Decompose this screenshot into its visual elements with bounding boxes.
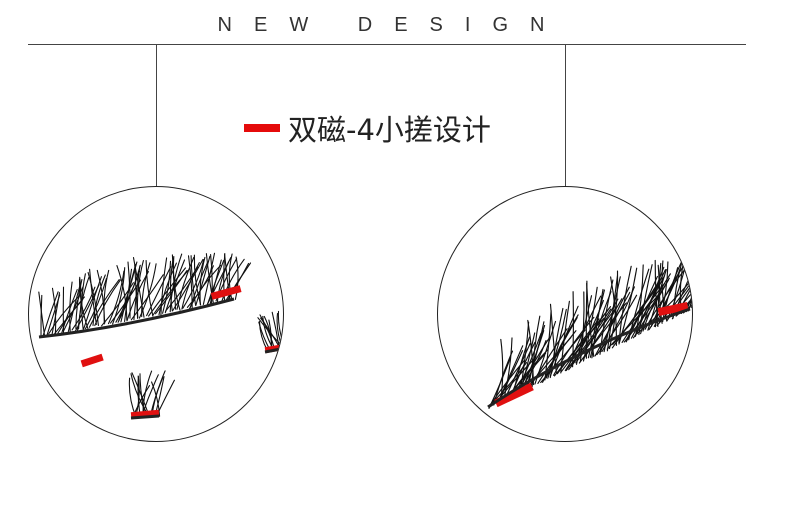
header-divider: [28, 44, 746, 45]
lash-strand: [503, 337, 513, 400]
lash-strand: [151, 381, 161, 417]
lash-strand: [658, 261, 669, 324]
lash-strand: [199, 256, 206, 306]
lash-strand: [189, 261, 209, 309]
lash-strand: [606, 295, 659, 350]
lash-strand: [181, 262, 200, 310]
lash-strand: [89, 268, 97, 325]
eyelash-pieces-image: [38, 252, 283, 420]
connector-line-right: [565, 44, 566, 186]
lash-strand: [84, 277, 107, 330]
feature-label: 双磁-4小搓设计: [288, 113, 491, 147]
lash-strand: [662, 259, 684, 323]
magnet-strip: [210, 285, 242, 300]
lash-strand: [71, 286, 96, 331]
lash-strand: [136, 259, 144, 319]
lash-strand: [187, 255, 193, 310]
lash-strand: [209, 259, 222, 306]
lash-strand: [107, 270, 125, 325]
magnet-strip: [80, 353, 104, 368]
lash-strand: [572, 291, 574, 368]
eyelash-strip-image: [487, 256, 692, 409]
lash-strand: [51, 287, 57, 335]
lash-strand: [87, 271, 99, 326]
lash-strand: [547, 308, 567, 379]
lash-strand: [127, 261, 131, 319]
lash-band: [130, 414, 160, 420]
lash-strand: [565, 308, 612, 372]
lash-strand: [193, 254, 202, 306]
lash-band: [487, 307, 691, 409]
lash-strand: [146, 266, 172, 317]
lash-strand: [587, 289, 605, 359]
eyelash-detail-left: [28, 186, 284, 442]
lash-strand: [688, 297, 692, 312]
lash-strand: [606, 275, 619, 352]
lash-strand: [549, 307, 564, 379]
lash-strand: [610, 276, 618, 346]
lash-strand: [210, 254, 213, 305]
lash-band: [38, 297, 235, 339]
lash-strand: [599, 279, 614, 355]
lash-strand: [40, 294, 43, 338]
lash-strand: [221, 258, 245, 302]
lash-strand: [131, 372, 150, 418]
lash-strand: [160, 257, 168, 316]
lash-strand: [103, 269, 110, 324]
lash-strand: [145, 259, 154, 317]
lash-strand: [67, 283, 81, 332]
lash-strand: [75, 278, 83, 330]
lash-strand: [162, 260, 172, 314]
lash-strand: [234, 256, 239, 300]
lash-strand: [594, 291, 631, 357]
lash-strand: [81, 273, 86, 330]
header-title: NEW DESIGN: [217, 14, 567, 36]
magnet-strip: [494, 382, 534, 408]
magnet-strip: [657, 301, 689, 317]
lash-strand: [141, 262, 151, 318]
lash-strand: [172, 255, 181, 311]
lash-strand: [182, 259, 205, 309]
lash-strand: [69, 281, 73, 332]
feature-accent-bar: [244, 124, 280, 132]
lash-strand: [582, 286, 598, 362]
lash-strand: [132, 257, 145, 318]
lash-strand: [628, 268, 650, 341]
lash-strand: [560, 300, 570, 374]
lash-strand: [38, 291, 46, 338]
lash-strand: [224, 253, 231, 300]
lash-strand: [262, 315, 274, 350]
lash-band: [264, 347, 283, 354]
lash-strand: [672, 256, 684, 319]
lash-strand: [124, 268, 133, 322]
feature-caption: 双磁-4小搓设计: [244, 106, 491, 150]
lash-strand: [277, 310, 283, 344]
lash-strand: [116, 265, 128, 321]
lash-strand: [190, 255, 197, 306]
lash-strand: [61, 289, 78, 334]
lash-strand: [158, 262, 177, 316]
lash-strand: [92, 274, 106, 326]
lash-strand: [195, 255, 211, 307]
lash-strand: [78, 278, 89, 330]
lash-strand: [582, 302, 627, 360]
lash-strand: [88, 279, 120, 328]
lash-strand: [112, 267, 126, 325]
eyelash-detail-right: [437, 186, 693, 442]
lash-strand: [500, 338, 504, 400]
connector-line-left: [156, 44, 157, 186]
